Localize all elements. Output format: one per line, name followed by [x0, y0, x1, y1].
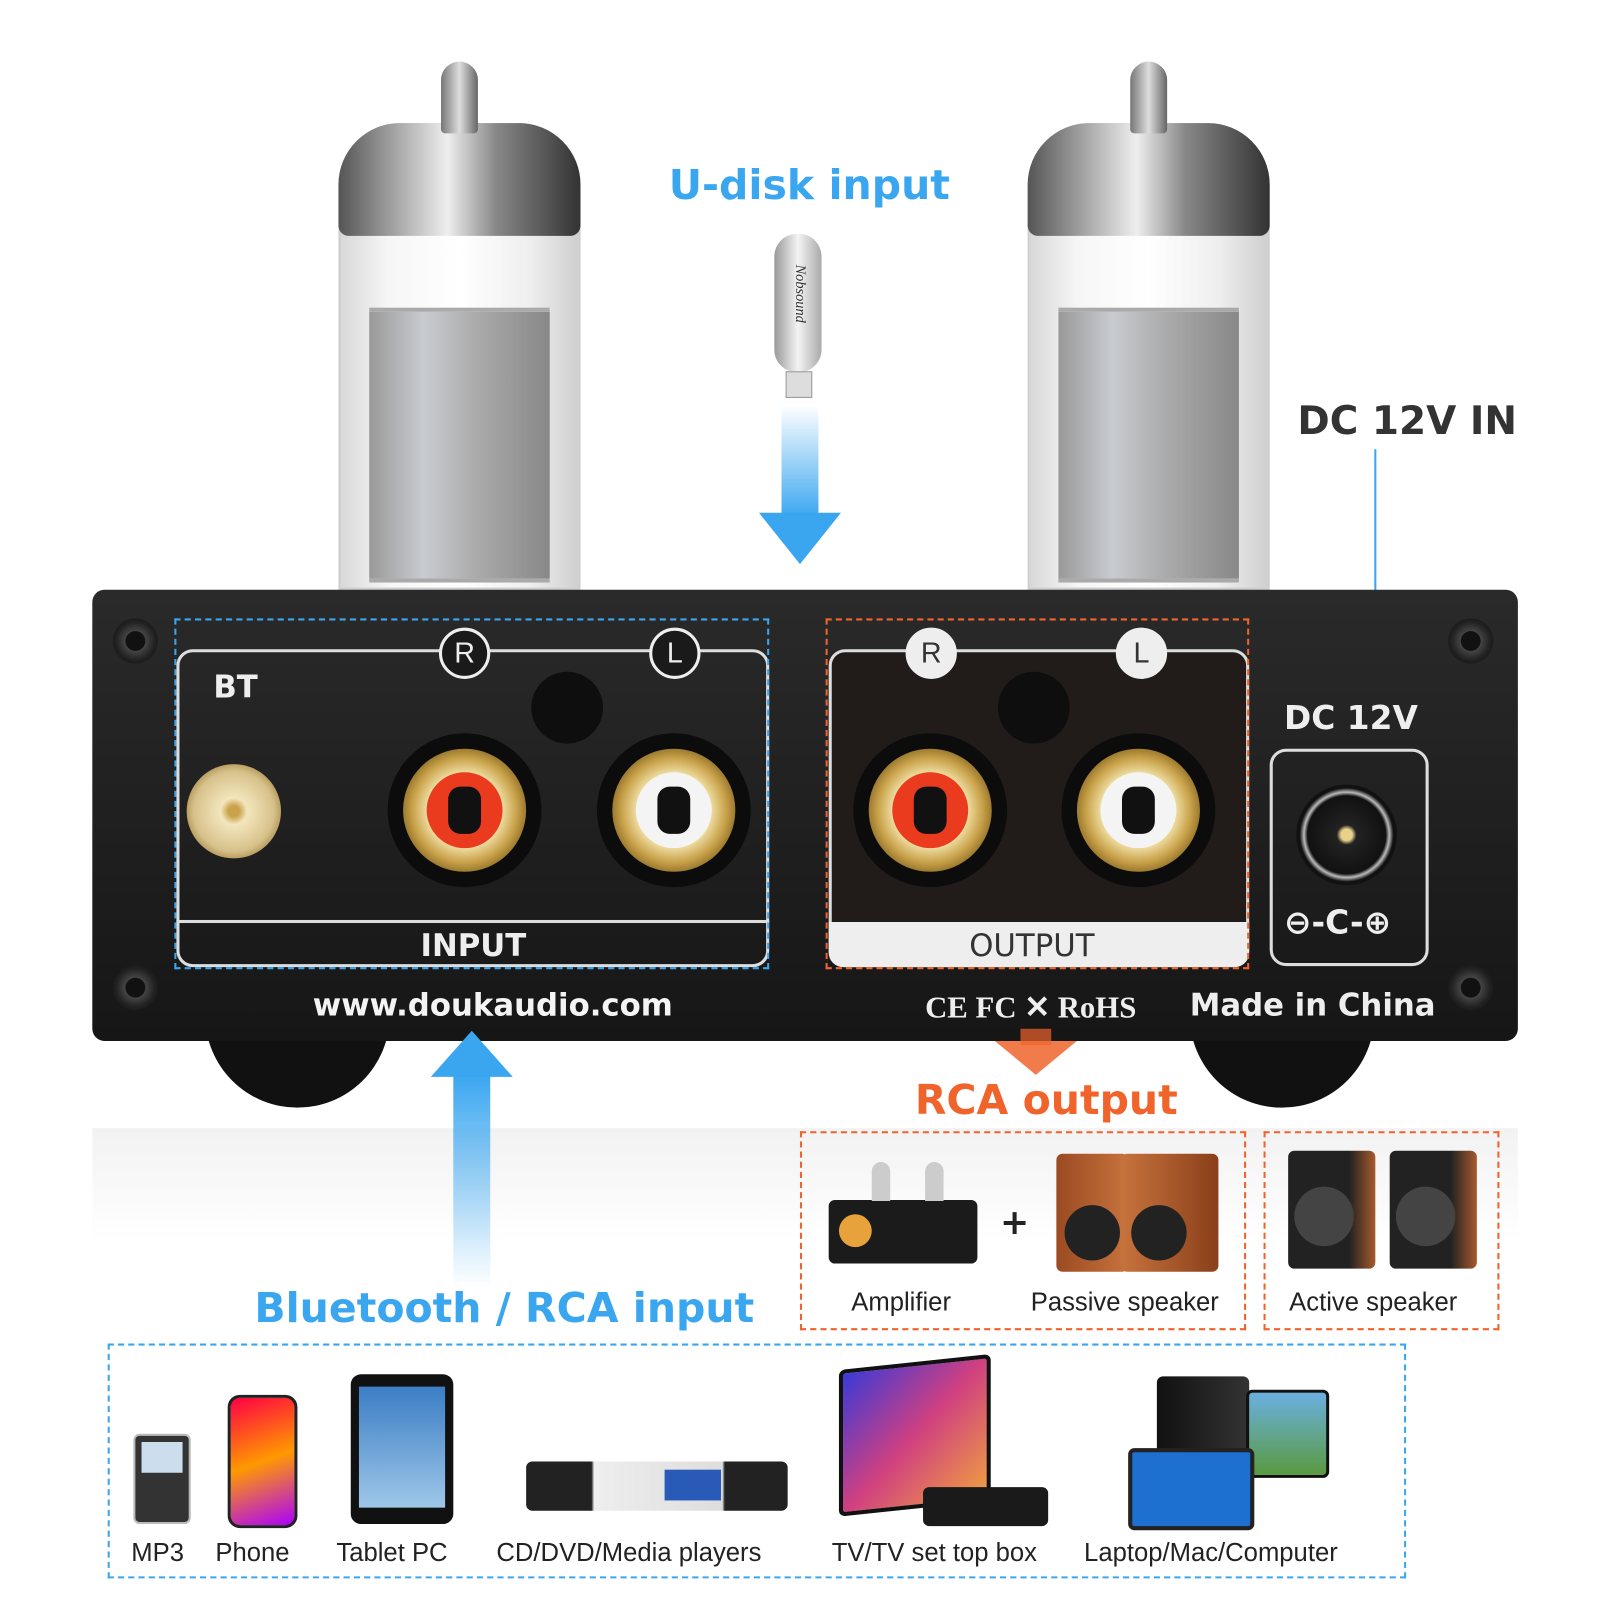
vacuum-tube-left [338, 31, 581, 590]
source-label-computer: Laptop/Mac/Computer [1084, 1538, 1338, 1568]
output-label-strip [828, 922, 1250, 968]
arrow-up-icon [430, 1030, 513, 1288]
bt-rca-input-callout: Bluetooth / RCA input [254, 1285, 755, 1333]
media-player-image [526, 1461, 788, 1511]
usb-brand: Nobsound [791, 264, 808, 323]
bt-antenna-connector[interactable] [186, 764, 282, 859]
output-highlight [825, 618, 1250, 970]
output-r-jack[interactable] [853, 733, 1008, 888]
passive-speaker-image [1056, 1153, 1129, 1272]
screw-icon [1448, 965, 1494, 1011]
input-r-badge: R [438, 627, 491, 679]
output-label-amplifier: Amplifier [851, 1288, 951, 1317]
active-speaker-image [1288, 1150, 1376, 1269]
passive-speaker-image [1120, 1153, 1219, 1272]
source-label-phone: Phone [215, 1538, 290, 1568]
reflection [92, 1128, 1518, 1241]
hex-screw-icon [531, 671, 604, 744]
mp3-image [133, 1433, 191, 1525]
made-in-text: Made in China [1189, 987, 1436, 1024]
active-output-group [1263, 1131, 1500, 1331]
sources-group [107, 1343, 1407, 1579]
arrow-down-icon [994, 1028, 1077, 1075]
amplifier-tube [925, 1162, 944, 1201]
input-highlight [174, 618, 770, 970]
output-label-passive: Passive speaker [1030, 1288, 1219, 1317]
phone-image [227, 1394, 298, 1529]
dc-section [1269, 748, 1429, 967]
dc-in-callout: DC 12V IN [1297, 397, 1517, 444]
plus-sign: + [999, 1202, 1030, 1244]
dc-power-jack[interactable] [1296, 784, 1397, 886]
output-l-badge: L [1115, 627, 1168, 679]
screw-icon [1448, 618, 1494, 664]
output-r-badge: R [905, 627, 957, 679]
source-label-media-players: CD/DVD/Media players [496, 1538, 762, 1568]
laptop-image [1128, 1448, 1255, 1531]
input-divider [176, 919, 770, 924]
input-label: INPUT [420, 928, 527, 965]
input-l-badge: L [649, 627, 701, 679]
output-l-jack[interactable] [1061, 733, 1216, 888]
passive-output-group [799, 1131, 1247, 1331]
certification-marks: CE FC ✕ RoHS [925, 990, 1137, 1025]
output-label: OUTPUT [969, 928, 1095, 965]
source-label-tv: TV/TV set top box [831, 1538, 1037, 1568]
screw-icon [112, 965, 158, 1011]
input-r-jack[interactable] [387, 733, 542, 888]
output-label-active: Active speaker [1289, 1288, 1458, 1317]
source-label-mp3: MP3 [131, 1538, 184, 1568]
screw-icon [112, 618, 158, 664]
rca-output-callout: RCA output [914, 1076, 1178, 1125]
vacuum-tube-right [1027, 31, 1270, 590]
usb-drive: Nobsound [774, 233, 822, 373]
usb-connector [785, 371, 813, 398]
dc-label: DC 12V [1284, 698, 1418, 738]
amplifier-image [828, 1199, 978, 1264]
u-disk-callout: U-disk input [668, 162, 950, 210]
bt-label: BT [213, 669, 258, 706]
tablet-image [350, 1374, 454, 1525]
polarity-symbol: ⊖-C-⊕ [1284, 902, 1392, 942]
active-speaker-image [1389, 1150, 1477, 1269]
input-l-jack[interactable] [596, 733, 751, 888]
website-text[interactable]: www.doukaudio.com [312, 987, 673, 1024]
dc-pointer-line [1374, 449, 1377, 692]
arrow-down-icon [758, 405, 841, 565]
rear-panel: INPUT BT R L OUTPUT R L DC 12V ⊖-C-⊕ www… [92, 589, 1518, 1041]
set-top-box-image [923, 1487, 1049, 1527]
monitor-image [1246, 1389, 1330, 1478]
source-label-tablet: Tablet PC [336, 1538, 448, 1568]
hex-screw-icon [997, 671, 1070, 744]
amplifier-tube [871, 1162, 891, 1201]
